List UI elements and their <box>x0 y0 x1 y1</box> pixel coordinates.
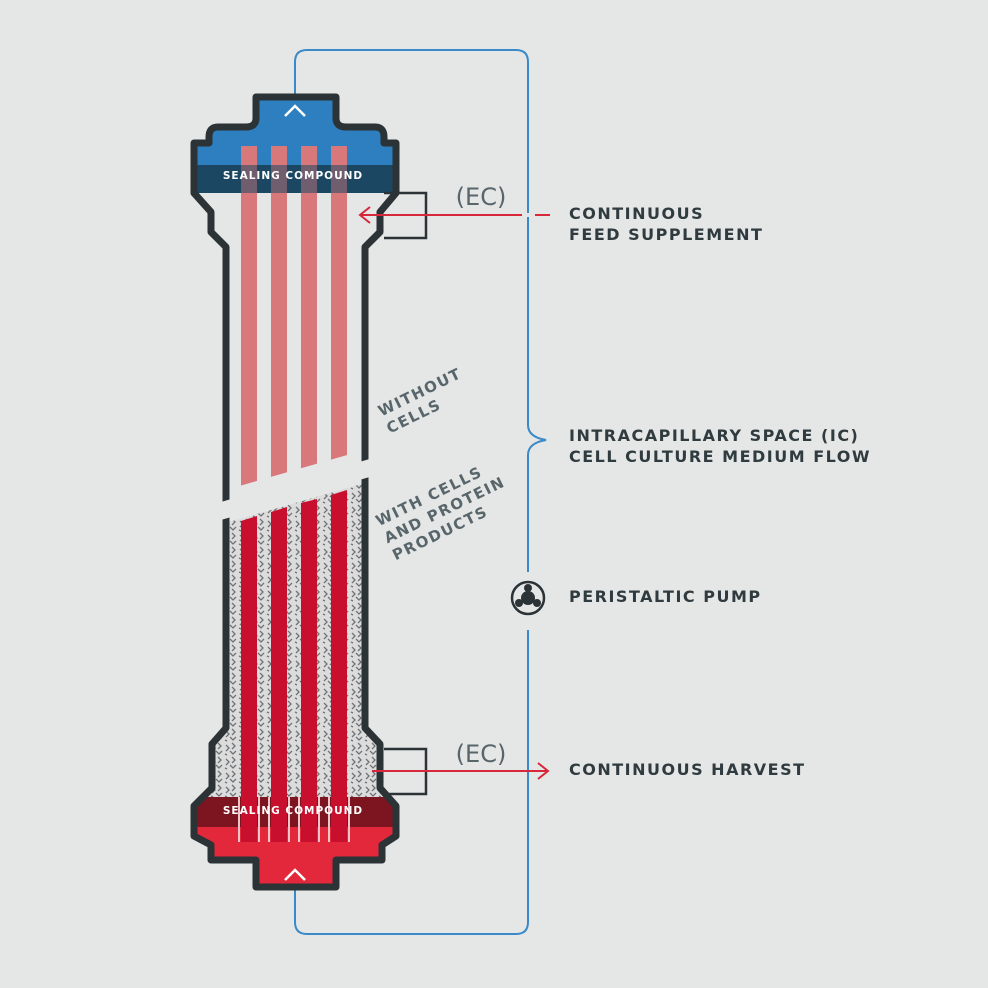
harvest-label: CONTINUOUS HARVEST <box>569 760 806 779</box>
feed-label-line1: CONTINUOUS <box>569 204 704 223</box>
ec-label-top: (EC) <box>456 183 507 211</box>
feed-label-line2: FEED SUPPLEMENT <box>569 225 763 244</box>
hollow-fiber-module: SEALING COMPOUND SEALING COMPOUND <box>180 93 410 891</box>
ic-label-line2: CELL CULTURE MEDIUM FLOW <box>569 447 871 466</box>
cell-region <box>194 470 396 800</box>
loop-tube-bottom <box>294 630 529 935</box>
sealing-compound-top-label: SEALING COMPOUND <box>223 170 363 182</box>
harvest-arrow <box>372 762 550 780</box>
sealing-band-bottom <box>194 797 396 827</box>
ec-label-bottom: (EC) <box>456 740 507 768</box>
pump-icon <box>510 580 546 616</box>
arrow-right-icon <box>537 762 550 780</box>
feed-arrow <box>358 206 550 224</box>
arrow-up-icon <box>284 104 306 117</box>
sealing-compound-bottom-label: SEALING COMPOUND <box>223 805 363 817</box>
arrow-left-icon <box>358 206 371 224</box>
pump-label: PERISTALTIC PUMP <box>569 587 762 606</box>
ic-label-line1: INTRACAPILLARY SPACE (IC) <box>569 426 859 445</box>
loop-tube-top <box>294 49 547 572</box>
arrow-up-icon <box>284 868 306 881</box>
circulation-loop <box>294 49 547 935</box>
annotation-without-cells: WITHOUT CELLS <box>375 364 464 437</box>
fibers-with-cells <box>238 490 350 842</box>
module-outline <box>190 93 400 891</box>
fibers-without-cells <box>241 146 347 501</box>
